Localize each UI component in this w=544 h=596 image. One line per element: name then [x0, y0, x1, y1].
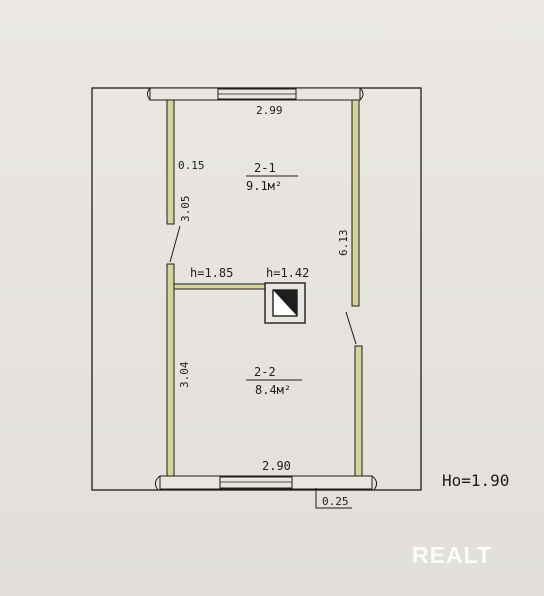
realt-watermark: REALT	[412, 542, 492, 568]
ceiling-height-left: h=1.85	[190, 266, 233, 280]
door-offset-bracket	[315, 488, 352, 509]
left-lower-wall	[166, 263, 175, 477]
lower-left-height-label: 3.04	[178, 361, 191, 388]
ceiling-height-right: h=1.42	[266, 266, 309, 280]
wall-thickness-label: 0.15	[178, 159, 205, 172]
left-door-swing	[169, 225, 181, 263]
door-offset-label: 0.25	[322, 495, 349, 508]
room-2-1-area: 9.1м²	[246, 179, 282, 193]
top-width-label: 2.99	[256, 104, 283, 117]
bottom-width-label: 2.90	[262, 459, 291, 473]
right-lower-wall	[354, 345, 363, 477]
left-upper-wall	[166, 99, 175, 225]
upper-left-height-label: 3.05	[179, 196, 192, 223]
right-upper-wall	[351, 99, 360, 307]
room-2-2-area: 8.4м²	[255, 383, 291, 397]
partition-wall	[173, 283, 266, 290]
bottom-window	[219, 476, 293, 489]
room-2-1-id: 2-1	[254, 161, 276, 175]
stove	[264, 282, 306, 324]
right-door-swing	[345, 311, 357, 345]
bottom-wall	[154, 475, 378, 491]
right-height-label: 6.13	[337, 230, 350, 257]
room-2-2-id: 2-2	[254, 365, 276, 379]
overall-height-label: Hо=1.90	[442, 471, 509, 490]
top-wall	[147, 87, 364, 101]
